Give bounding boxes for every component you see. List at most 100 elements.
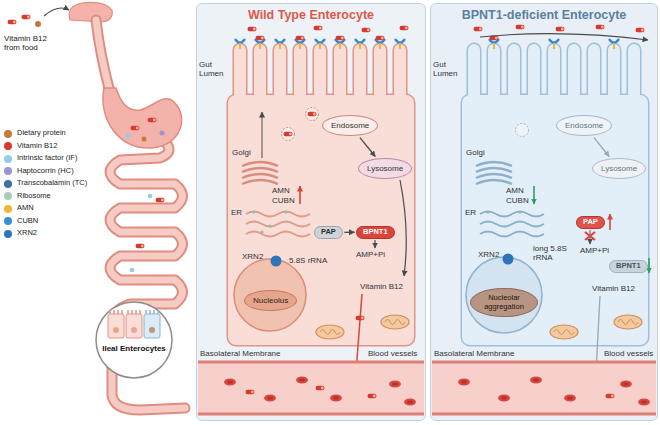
wt-enterocyte xyxy=(228,44,414,345)
panel-ground xyxy=(430,3,658,421)
deficient-enterocyte xyxy=(636,28,645,32)
wt-enterocyte xyxy=(306,108,319,121)
wt-enterocyte xyxy=(355,39,365,49)
deficient-enterocyte xyxy=(432,362,656,414)
wt-enterocyte xyxy=(308,112,317,116)
organelle-label: Nucleolar aggregation xyxy=(479,294,529,311)
ileum-inset xyxy=(126,314,142,338)
digestive-tract xyxy=(103,88,182,148)
legend-swatch xyxy=(4,130,12,138)
deficient-enterocyte xyxy=(620,381,632,388)
deficient-enterocyte xyxy=(528,44,540,100)
deficient-enterocyte xyxy=(588,44,600,100)
wt-enterocyte xyxy=(316,325,344,339)
deficient-enterocyte xyxy=(608,44,620,100)
wt-enterocyte xyxy=(354,44,366,100)
digestive-tract xyxy=(142,137,147,142)
legend-row: Haptocorrin (HC) xyxy=(4,162,74,180)
deficient-enterocyte xyxy=(466,257,542,333)
deficient-enterocyte xyxy=(468,44,480,100)
deficient-enterocyte xyxy=(648,258,650,273)
organelle-label: Endosome xyxy=(565,121,603,130)
deficient-enterocyte xyxy=(432,362,656,414)
deficient-enterocyte xyxy=(568,44,580,100)
legend-row: CUBN xyxy=(4,212,38,230)
annotation-label: XRN2 xyxy=(242,252,263,261)
wt-enterocyte xyxy=(362,28,371,32)
legend-text: Vitamin B12 xyxy=(17,141,57,150)
organelle-node: Lysosome xyxy=(358,158,412,179)
annotation-label: Blood vessels xyxy=(604,349,653,358)
digestive-tract xyxy=(148,194,153,199)
deficient-enterocyte xyxy=(606,394,615,398)
legend-row: Vitamin B12 xyxy=(4,137,57,155)
legend-text: Ribosome xyxy=(17,191,51,200)
food-vitamin xyxy=(22,15,31,19)
deficient-enterocyte xyxy=(516,25,525,29)
digestive-tract xyxy=(160,131,165,136)
wt-enterocyte xyxy=(374,44,386,100)
food-vitamin xyxy=(8,20,17,24)
ileum-inset xyxy=(113,327,119,333)
deficient-enterocyte xyxy=(548,44,560,100)
annotation-label: Vitamin B12 from food xyxy=(4,34,54,52)
enzyme-label: PAP xyxy=(583,218,598,227)
annotation-label: CUBN xyxy=(272,196,295,205)
legend-swatch xyxy=(4,205,12,213)
wt-enterocyte xyxy=(404,399,416,406)
wt-enterocyte xyxy=(389,381,401,388)
wt-enterocyte xyxy=(334,44,346,100)
ileum-inset xyxy=(96,302,172,378)
deficient-enterocyte xyxy=(476,162,512,184)
annotation-label: Gut Lumen xyxy=(199,60,227,78)
organelle-label: Endosome xyxy=(331,121,369,130)
deficient-enterocyte xyxy=(468,44,480,100)
wt-enterocyte xyxy=(394,44,406,100)
legend-swatch xyxy=(4,155,12,163)
wt-enterocyte xyxy=(394,44,406,100)
food-vitamin xyxy=(35,21,41,27)
wt-enterocyte xyxy=(252,210,255,213)
wt-enterocyte xyxy=(255,39,265,49)
wt-enterocyte xyxy=(264,395,276,402)
legend-swatch xyxy=(4,180,12,188)
annotation-label: ER xyxy=(465,208,476,217)
wt-enterocyte xyxy=(316,386,325,390)
deficient-enterocyte xyxy=(588,44,600,100)
food-vitamin xyxy=(8,8,70,27)
deficient-enterocyte xyxy=(609,214,611,230)
deficient-enterocyte xyxy=(530,377,542,384)
wt-enterocyte xyxy=(256,36,265,40)
enzyme-label: BPNT1 xyxy=(363,228,388,237)
organelle-node: Endosome xyxy=(322,115,378,136)
wt-enterocyte xyxy=(198,362,424,414)
wt-enterocyte xyxy=(234,44,246,100)
wt-enterocyte xyxy=(254,44,266,100)
wt-enterocyte xyxy=(224,379,236,386)
deficient-enterocyte xyxy=(628,44,640,100)
deficient-enterocyte xyxy=(462,95,648,345)
digestive-tract xyxy=(96,20,110,92)
cell-panel: BPNT1-deficient EnterocyteEndosomeLysoso… xyxy=(430,3,658,421)
enzyme-label: BPNT1 xyxy=(616,262,641,271)
enzyme-pill: BPNT1 xyxy=(356,226,395,239)
deficient-enterocyte xyxy=(486,210,489,213)
annotation-label: AMN xyxy=(506,186,524,195)
wt-enterocyte xyxy=(198,26,424,414)
wt-enterocyte xyxy=(294,44,306,100)
enzyme-pill: PAP xyxy=(314,226,343,239)
deficient-enterocyte xyxy=(480,34,648,40)
organelle-node: Endosome xyxy=(556,115,612,136)
wt-enterocyte xyxy=(228,95,414,345)
wt-enterocyte xyxy=(254,44,266,100)
deficient-enterocyte xyxy=(548,44,560,100)
annotation-label: Gut Lumen xyxy=(433,60,461,78)
digestive-tract xyxy=(131,126,140,130)
legend-row: Intrinsic factor (IF) xyxy=(4,149,77,167)
annotation-label: Ileal Enterocytes xyxy=(100,344,168,353)
annotation-label: CUBN xyxy=(506,196,529,205)
wt-enterocyte xyxy=(246,390,255,394)
legend-row: XRN2 xyxy=(4,224,37,242)
